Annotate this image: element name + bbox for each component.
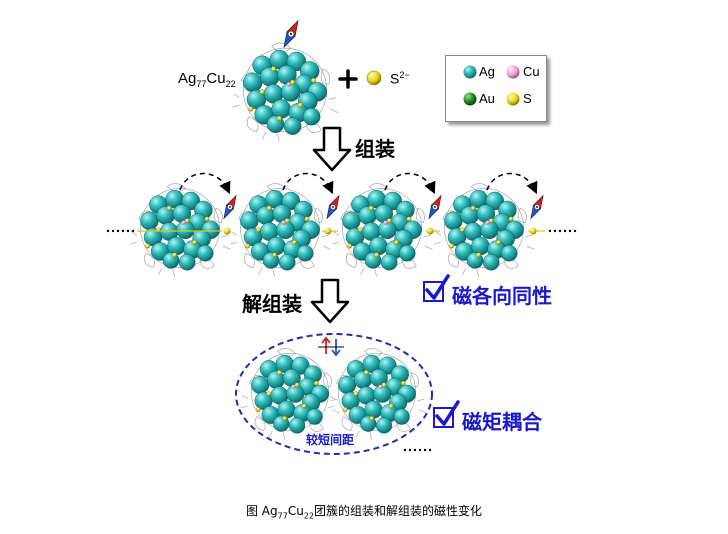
chain-cluster-1 — [129, 182, 231, 278]
pair-cluster-right — [327, 347, 427, 440]
check-icon-anisotropy — [423, 274, 450, 302]
chain-cluster-4 — [433, 182, 535, 278]
s-atom-icon — [506, 92, 520, 106]
anisotropy-label: 磁各向同性 — [452, 284, 552, 308]
coupled-pair-ellipse — [235, 333, 433, 455]
chain-spin-icon-1 — [219, 193, 241, 221]
ag-atom-icon — [463, 65, 477, 79]
legend-label-s: S — [523, 91, 532, 106]
chain-spin-icon-4 — [526, 193, 548, 221]
legend-label-au: Au — [479, 91, 495, 106]
reactant-spin-icon — [279, 18, 303, 50]
sulfide-atom-icon — [366, 70, 382, 86]
legend-atoms — [463, 65, 520, 106]
chain-cluster-3 — [331, 182, 433, 278]
atom-legend: Ag Cu Au S — [445, 55, 547, 122]
au-atom-icon — [463, 92, 477, 106]
chain-spin-icon-2 — [322, 193, 344, 221]
chain-spin-icon-3 — [424, 193, 446, 221]
trailing-dots — [403, 448, 432, 452]
plus-icon — [338, 69, 358, 89]
disassemble-arrow-icon — [310, 278, 350, 324]
cu-atom-icon — [506, 65, 520, 79]
disassemble-label: 解组装 — [242, 292, 302, 316]
antiparallel-spin-icon — [318, 336, 344, 357]
legend-label-ag: Ag — [479, 64, 495, 79]
reactant-formula: Ag77Cu22 — [178, 70, 236, 89]
short-distance-label: 较短间距 — [306, 433, 355, 447]
chain-cluster-2 — [229, 182, 331, 278]
chain-dots-left — [106, 229, 135, 233]
figure-caption: 图 Ag77Cu22团簇的组装和解组装的磁性变化 — [245, 504, 483, 521]
reactant-cluster — [231, 42, 339, 142]
curved-dashed-arrows — [179, 172, 538, 195]
chain-dots-right — [548, 229, 577, 233]
assemble-label: 组装 — [355, 137, 395, 161]
chain-s-atoms — [223, 227, 537, 235]
coupling-label: 磁矩耦合 — [462, 410, 542, 434]
sulfide-formula: S2− — [390, 70, 410, 87]
check-icon-coupling — [433, 400, 460, 428]
pair-cluster-left — [240, 347, 340, 440]
assemble-arrow-icon — [312, 126, 352, 172]
chain-row — [106, 172, 577, 278]
legend-label-cu: Cu — [523, 64, 540, 79]
